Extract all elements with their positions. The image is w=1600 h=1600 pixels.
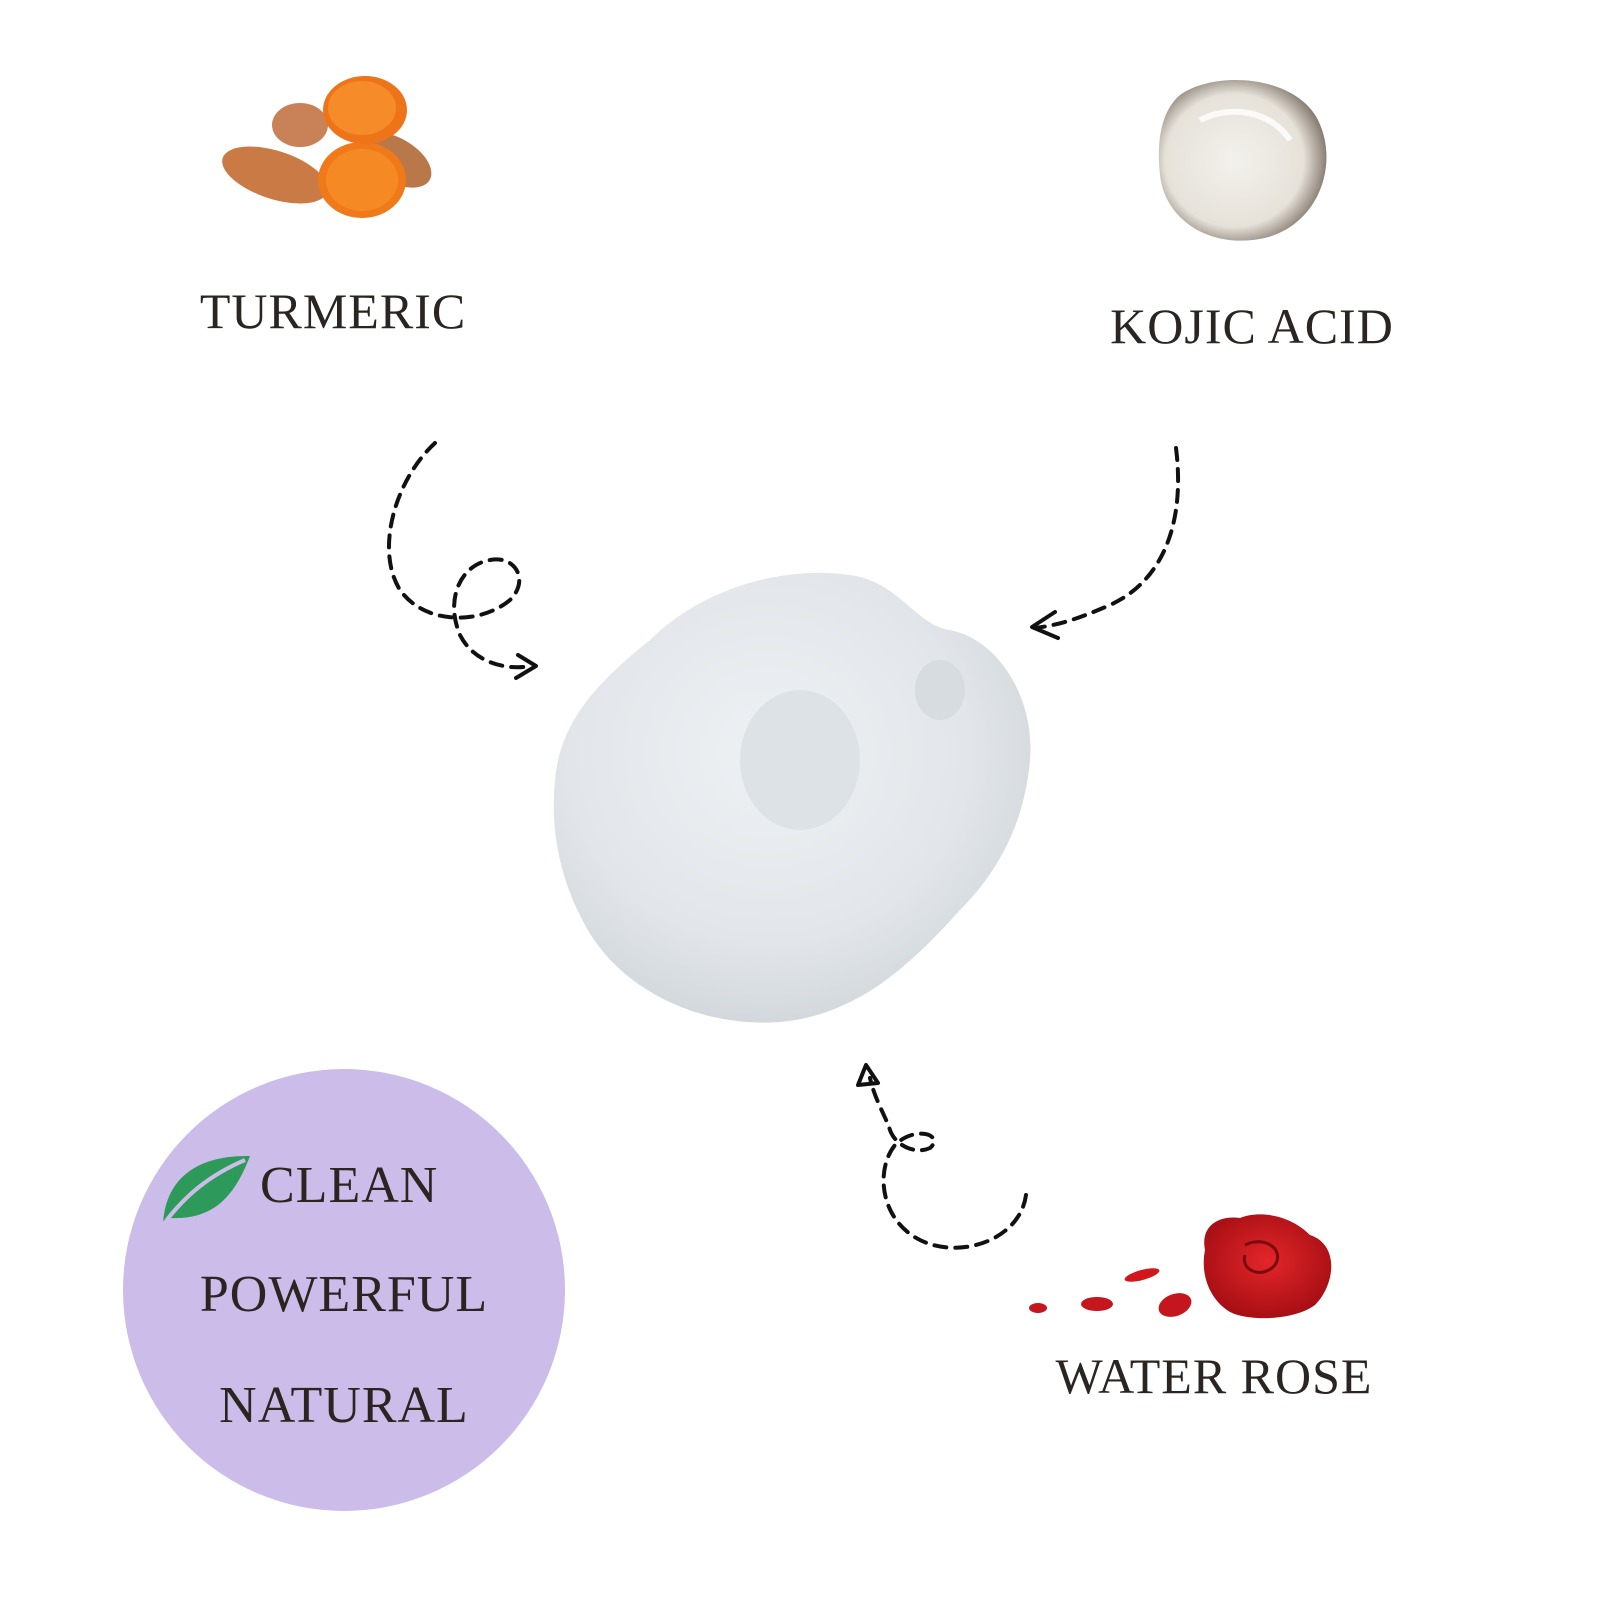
water-rose-label: WATER ROSE [1056,1348,1373,1404]
badge-natural: NATURAL [219,1377,469,1434]
kojic-acid-label: KOJIC ACID [1110,298,1394,354]
water-rose-image [1029,1214,1332,1319]
badge-clean: CLEAN [260,1157,438,1214]
arrow-kojic-to-foam [1030,446,1181,640]
turmeric-image [222,76,432,218]
arrow-rose-to-foam [856,1063,1028,1250]
turmeric-label: TURMERIC [200,283,466,339]
badge-powerful: POWERFUL [200,1266,488,1323]
arrow-turmeric-to-foam [387,441,538,680]
leaf-icon [161,1155,250,1227]
foam-image [553,572,1031,1023]
kojic-acid-image [1158,80,1327,241]
